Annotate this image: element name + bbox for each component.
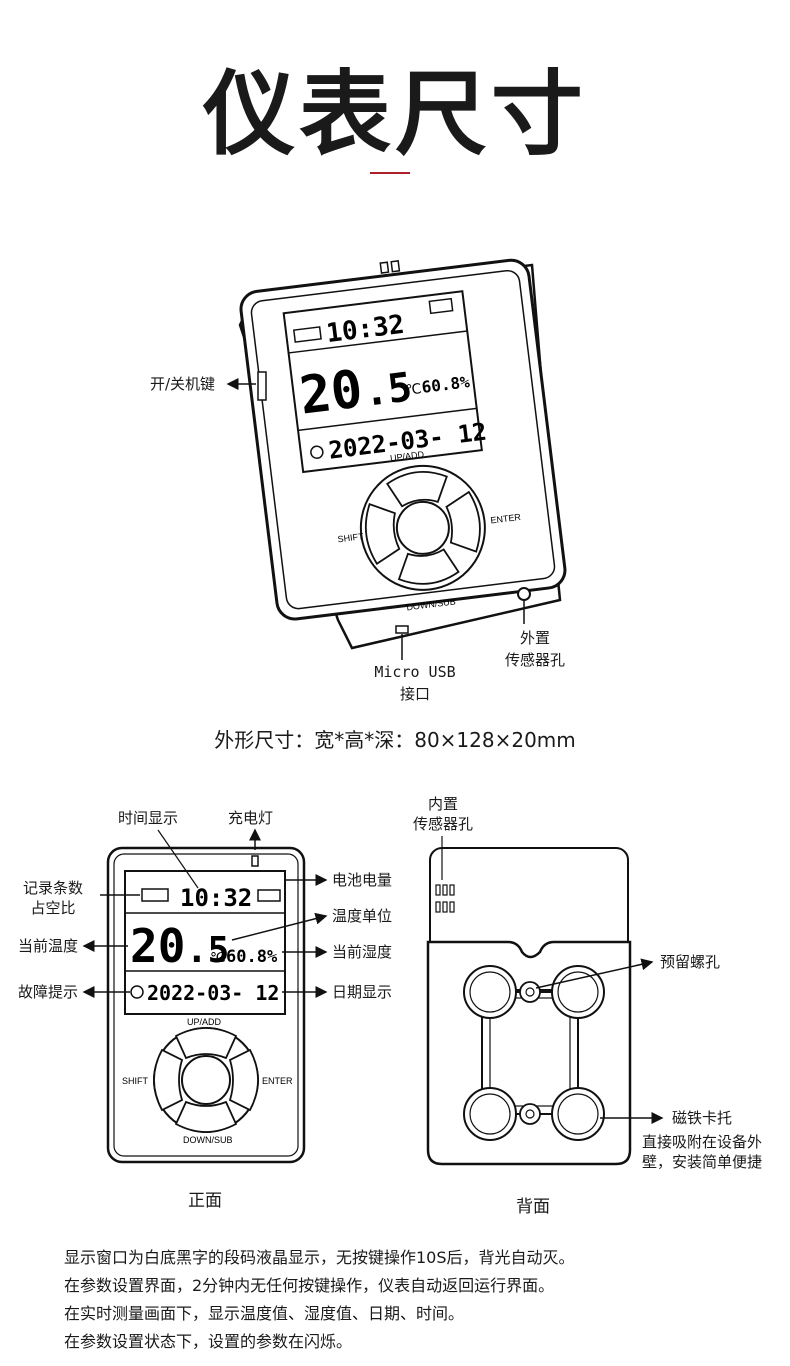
lcd-temperature-unit: ℃ xyxy=(405,381,423,399)
magnet-label-3: 壁，安装简单便捷 xyxy=(642,1153,763,1171)
enter-button-label: ENTER xyxy=(490,512,522,526)
shift-button[interactable] xyxy=(363,501,401,565)
front-lcd-time: 10:32 xyxy=(180,884,252,912)
record-count-label-1: 记录条数 xyxy=(22,879,83,897)
front-lcd-temperature-unit: ℃ xyxy=(210,950,226,966)
charge-light xyxy=(251,855,259,867)
note-line: 在参数设置界面，2分钟内无任何按键操作，仪表自动返回运行界面。 xyxy=(64,1276,555,1295)
battery-icon xyxy=(141,888,169,902)
lcd-temperature-decimal: .5 xyxy=(361,364,414,416)
micro-usb-label-2: 接口 xyxy=(399,685,430,703)
battery-icon xyxy=(292,326,322,343)
lcd-temperature: 20 xyxy=(296,359,365,426)
power-key[interactable] xyxy=(257,371,267,401)
internal-sensor-label-2: 传感器孔 xyxy=(412,815,473,833)
front-lcd-temperature-decimal: .5 xyxy=(186,930,229,971)
front-lcd-temperature: 20 xyxy=(130,919,185,973)
screw-hole-label: 预留螺孔 xyxy=(660,953,721,971)
temp-unit-label: 温度单位 xyxy=(332,907,393,925)
dimensions-text: 外形尺寸：宽*高*深：80×128×20mm xyxy=(214,728,576,752)
front-lcd-date: 2022-03- 12 xyxy=(147,981,279,1005)
shift-button-label: SHIFT xyxy=(337,531,365,544)
charge-light-label: 充电灯 xyxy=(228,809,274,827)
note-line: 在参数设置状态下，设置的参数在闪烁。 xyxy=(64,1332,353,1351)
front-back-drawing: 10:32 20 .5 ℃ 60.8% 2022-03- 12 UP/ADD D… xyxy=(82,828,664,1166)
front-up-label: UP/ADD xyxy=(187,1017,222,1027)
magnet-label-2: 直接吸附在设备外 xyxy=(642,1133,763,1151)
page-title: 仪表尺寸 xyxy=(202,61,587,168)
question-circle-icon xyxy=(130,985,144,999)
date-display-label: 日期显示 xyxy=(332,983,393,1001)
battery-level-label: 电池电量 xyxy=(332,871,393,889)
current-temp-label: 当前温度 xyxy=(18,937,79,955)
notes-block: 显示窗口为白底黑字的段码液晶显示，无按键操作10S后，背光自动灭。 在参数设置界… xyxy=(64,1244,764,1356)
magnet-label-1: 磁铁卡托 xyxy=(672,1109,733,1127)
title-underline xyxy=(370,172,410,174)
front-down-label: DOWN/SUB xyxy=(183,1135,233,1145)
screw-hole xyxy=(519,981,541,1003)
up-button[interactable] xyxy=(174,1027,238,1060)
enter-button[interactable] xyxy=(228,1048,259,1112)
question-circle-icon xyxy=(310,445,324,459)
down-button[interactable] xyxy=(396,548,460,587)
note-line: 显示窗口为白底黑字的段码液晶显示，无按键操作10S后，背光自动灭。 xyxy=(64,1248,575,1267)
battery-icon-small xyxy=(428,297,454,315)
device-perspective-drawing: 10:32 20 .5 ℃ 60.8% 2022-03- 12 UP/ADD D… xyxy=(226,258,567,660)
note-line: 在实时测量画面下，显示温度值、湿度值、日期、时间。 xyxy=(64,1304,465,1323)
time-display-label: 时间显示 xyxy=(118,809,179,827)
external-sensor-hole xyxy=(517,587,531,601)
screw-hole-lower xyxy=(519,1103,541,1125)
up-button-label: UP/ADD xyxy=(390,449,425,463)
front-shift-label: SHIFT xyxy=(122,1076,149,1086)
enter-button[interactable] xyxy=(445,490,483,554)
fault-hint-label: 故障提示 xyxy=(18,983,79,1001)
micro-usb-port xyxy=(395,625,409,634)
battery-level-icon xyxy=(257,889,281,902)
current-humidity-label: 当前湿度 xyxy=(332,943,393,961)
external-sensor-label-1: 外置 xyxy=(519,629,550,647)
up-button[interactable] xyxy=(386,469,449,508)
micro-usb-label-1: Micro USB xyxy=(374,663,456,681)
power-key-label: 开/关机键 xyxy=(150,375,216,393)
internal-sensor-holes xyxy=(435,884,455,913)
front-enter-label: ENTER xyxy=(262,1076,293,1086)
front-lcd-humidity: 60.8% xyxy=(226,947,278,967)
front-caption: 正面 xyxy=(188,1191,222,1211)
record-count-label-2: 占空比 xyxy=(30,899,76,917)
internal-sensor-label-1: 内置 xyxy=(427,795,458,813)
shift-button[interactable] xyxy=(153,1048,184,1112)
down-button[interactable] xyxy=(174,1100,238,1133)
back-caption: 背面 xyxy=(516,1197,550,1217)
external-sensor-label-2: 传感器孔 xyxy=(504,651,565,669)
